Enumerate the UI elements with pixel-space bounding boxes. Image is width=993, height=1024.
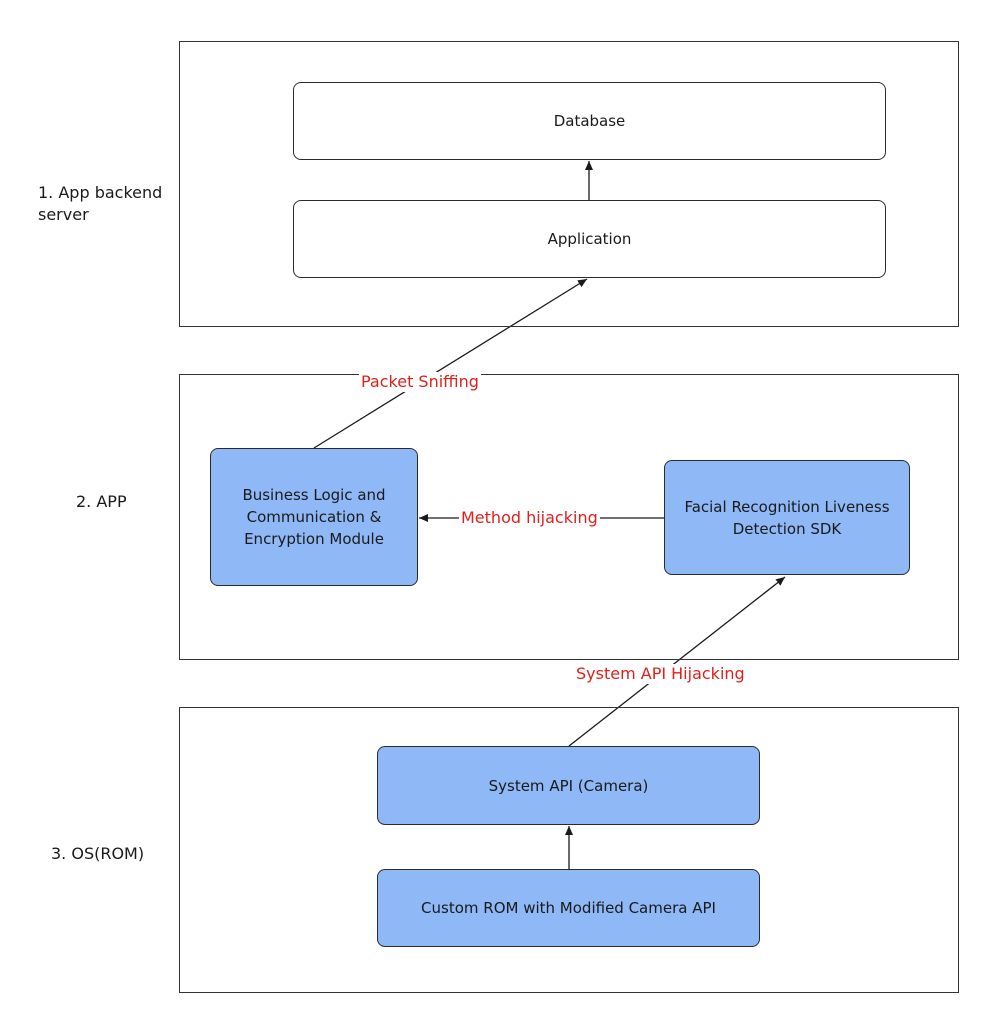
facial-sdk-box: Facial Recognition Liveness Detection SD…: [664, 460, 910, 575]
backend-layer-label: 1. App backend server: [38, 183, 163, 224]
database-box: Database: [293, 82, 886, 160]
app-layer-label: 2. APP: [76, 492, 127, 511]
custom-rom-label: Custom ROM with Modified Camera API: [421, 899, 716, 917]
system-api-box: System API (Camera): [377, 746, 760, 825]
database-label: Database: [553, 112, 626, 130]
app-layer: [179, 374, 959, 660]
system-api-hijacking-label: System API Hijacking: [574, 664, 747, 684]
backend-server-layer: [179, 41, 959, 327]
business-logic-box: Business Logic and Communication & Encry…: [210, 448, 418, 586]
business-logic-label: Business Logic and Communication & Encry…: [242, 486, 386, 548]
custom-rom-box: Custom ROM with Modified Camera API: [377, 869, 760, 947]
method-hijacking-label: Method hijacking: [459, 508, 600, 528]
application-box: Application: [293, 200, 886, 278]
os-layer-label: 3. OS(ROM): [51, 844, 145, 863]
system-api-label: System API (Camera): [488, 776, 649, 795]
packet-sniffing-label: Packet Sniffing: [359, 372, 481, 392]
os-layer: [179, 707, 959, 993]
application-label: Application: [547, 230, 632, 248]
facial-sdk-label: Facial Recognition Liveness Detection SD…: [684, 497, 890, 538]
